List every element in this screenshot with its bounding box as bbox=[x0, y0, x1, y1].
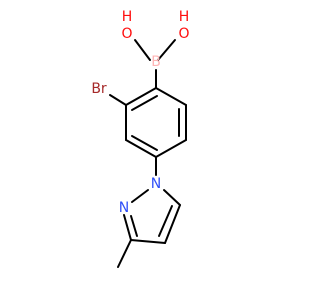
bond-c6-c1 bbox=[155, 87, 187, 106]
atom-labels: H O H O B Br N N bbox=[91, 9, 189, 216]
atom-h-left: H bbox=[122, 9, 133, 25]
bond-b-o-left bbox=[134, 39, 151, 61]
atom-o-left: O bbox=[121, 26, 132, 42]
atom-o-right: O bbox=[178, 26, 189, 42]
bond-n2-c3p bbox=[123, 214, 132, 241]
bond-c4p-c5p bbox=[164, 204, 181, 244]
bond-c4-c5 bbox=[155, 139, 187, 158]
bonds bbox=[109, 39, 187, 268]
atom-nitrogen-1: N bbox=[151, 176, 161, 192]
bond-c3p-methyl bbox=[117, 239, 132, 268]
bond-n2-c3p-inner bbox=[130, 215, 138, 237]
atom-boron: B bbox=[151, 54, 161, 70]
molecule-diagram: H O H O B Br N N bbox=[91, 9, 190, 268]
bond-c2-br bbox=[109, 94, 127, 106]
bond-c3-c4-inner bbox=[131, 135, 158, 151]
bond-b-o-right bbox=[157, 39, 176, 61]
atom-h-right: H bbox=[179, 9, 190, 25]
bond-c1-c2 bbox=[125, 87, 157, 106]
molecule-structure: H O H O B Br N N bbox=[91, 9, 190, 268]
atom-bromine: Br bbox=[91, 81, 107, 97]
bond-c3p-c4p bbox=[130, 239, 166, 244]
bond-c1-c2-inner bbox=[131, 95, 158, 111]
bond-c5p-n1 bbox=[163, 189, 181, 206]
bond-c3-c4 bbox=[125, 139, 157, 158]
atom-nitrogen-2: N bbox=[119, 200, 129, 216]
bond-c4p-c5p-inner bbox=[158, 205, 173, 237]
bond-n1-n2 bbox=[131, 189, 149, 203]
